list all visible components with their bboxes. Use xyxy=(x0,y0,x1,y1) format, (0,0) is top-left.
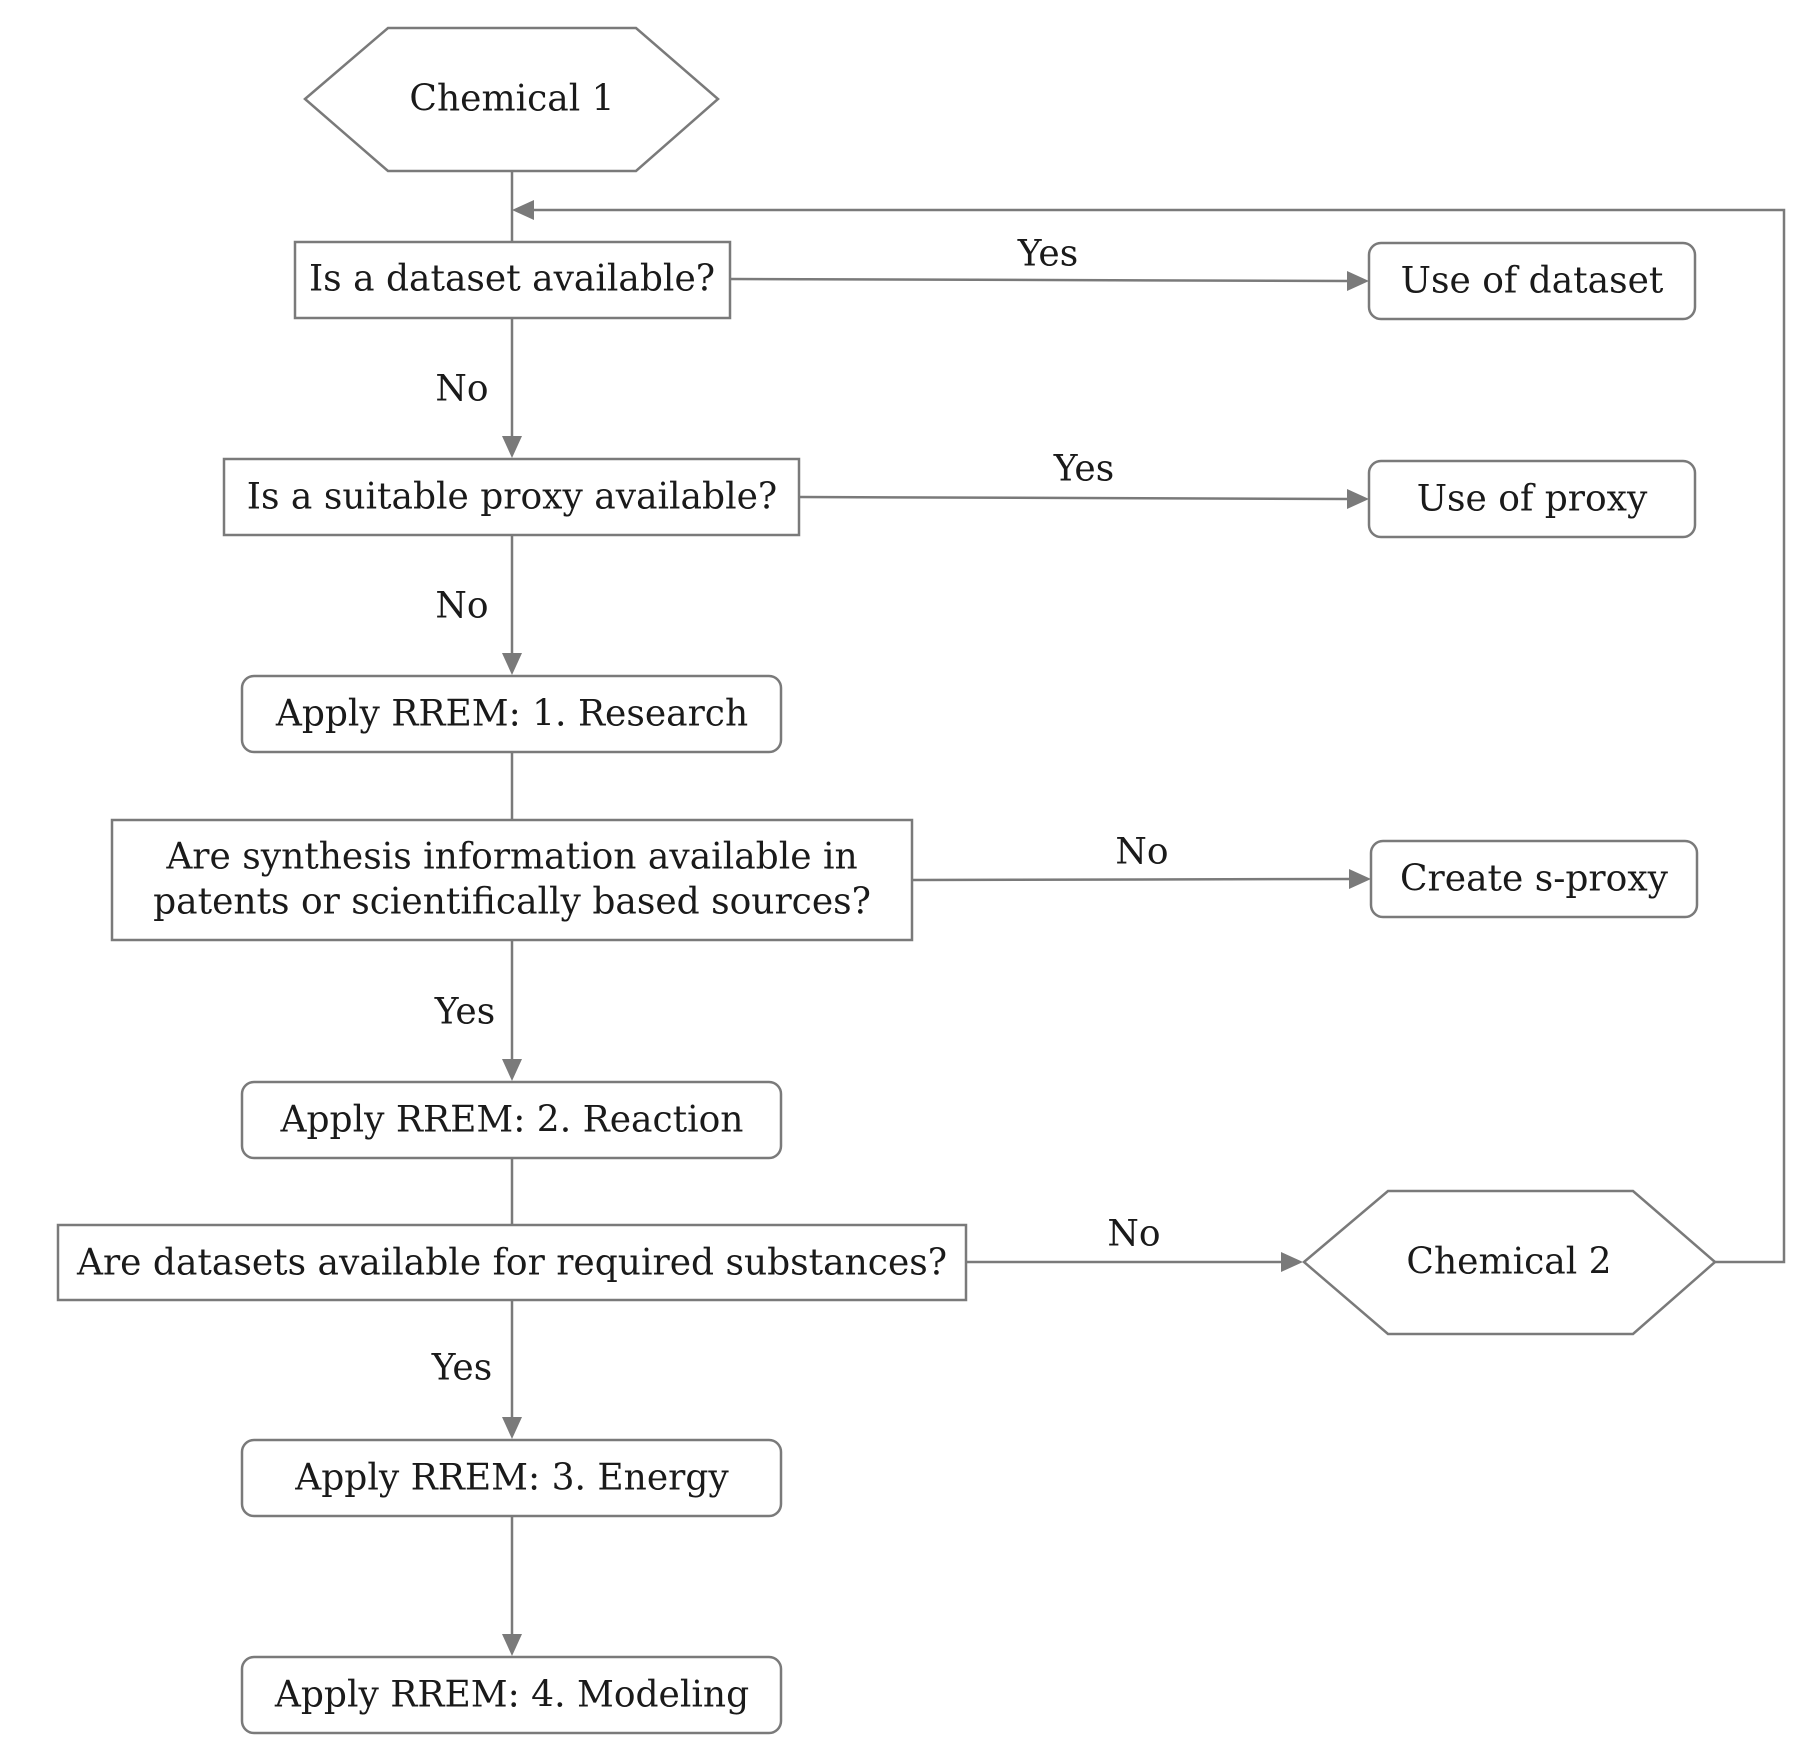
node-synthesis-question-line-1: Are synthesis information available in xyxy=(165,837,857,878)
arrowhead-synthesis-no xyxy=(1349,869,1371,889)
node-substances-question-label: Are datasets available for required subs… xyxy=(76,1243,947,1284)
node-rrem-modeling: Apply RREM: 4. Modeling xyxy=(240,1655,783,1735)
edge-label-synthesis-yes: Yes xyxy=(434,992,495,1033)
edge-label-substances-yes: Yes xyxy=(431,1348,492,1389)
arrowhead-dataset-yes xyxy=(1347,271,1369,291)
edge-proxy-yes xyxy=(798,495,1350,501)
node-proxy-question-label: Is a suitable proxy available? xyxy=(247,477,777,518)
node-chemical-1: Chemical 1 xyxy=(303,26,720,173)
node-chemical-2: Chemical 2 xyxy=(1302,1189,1717,1336)
node-dataset-question: Is a dataset available? xyxy=(293,240,732,320)
node-rrem-modeling-label: Apply RREM: 4. Modeling xyxy=(274,1675,749,1716)
node-create-s-proxy: Create s-proxy xyxy=(1369,839,1699,919)
node-create-s-proxy-label: Create s-proxy xyxy=(1400,859,1669,900)
edge-label-dataset-no: No xyxy=(435,369,488,410)
node-chemical-2-label: Chemical 2 xyxy=(1406,1242,1611,1283)
node-substances-question: Are datasets available for required subs… xyxy=(56,1223,968,1302)
arrowhead-loop xyxy=(512,200,534,220)
node-synthesis-question: Are synthesis information available in p… xyxy=(110,818,914,942)
edge-label-proxy-no: No xyxy=(435,586,488,627)
node-use-of-dataset: Use of dataset xyxy=(1367,241,1697,321)
edge-loop-chemical2-to-dataset xyxy=(532,208,1786,1264)
node-rrem-reaction-label: Apply RREM: 2. Reaction xyxy=(280,1100,744,1141)
node-synthesis-question-line-2: patents or scientifically based sources? xyxy=(153,882,871,923)
node-rrem-energy: Apply RREM: 3. Energy xyxy=(240,1438,783,1518)
arrowhead-proxy-no xyxy=(502,653,522,675)
arrowhead-substances-yes xyxy=(502,1417,522,1439)
arrowhead-synthesis-yes xyxy=(502,1059,522,1081)
node-use-of-proxy-label: Use of proxy xyxy=(1417,479,1648,520)
node-proxy-question: Is a suitable proxy available? xyxy=(222,457,801,537)
edge-label-substances-no: No xyxy=(1107,1214,1160,1255)
edge-label-dataset-yes: Yes xyxy=(1017,234,1078,275)
arrowhead-dataset-no xyxy=(502,436,522,458)
node-dataset-question-label: Is a dataset available? xyxy=(309,259,715,300)
node-rrem-reaction: Apply RREM: 2. Reaction xyxy=(240,1080,783,1160)
node-use-of-proxy: Use of proxy xyxy=(1367,459,1697,539)
edge-label-proxy-yes: Yes xyxy=(1053,449,1114,490)
edge-labels: Yes No Yes No No Yes No Yes xyxy=(431,234,1169,1389)
edge-label-synthesis-no: No xyxy=(1115,832,1168,873)
node-rrem-research-label: Apply RREM: 1. Research xyxy=(275,694,748,735)
edge-synthesis-no xyxy=(911,877,1352,882)
node-use-of-dataset-label: Use of dataset xyxy=(1401,261,1664,302)
edge-dataset-yes xyxy=(729,277,1350,283)
arrowhead-energy-to-modeling xyxy=(502,1634,522,1656)
node-rrem-energy-label: Apply RREM: 3. Energy xyxy=(294,1458,729,1499)
node-chemical-1-label: Chemical 1 xyxy=(409,79,614,120)
arrowhead-proxy-yes xyxy=(1347,489,1369,509)
node-rrem-research: Apply RREM: 1. Research xyxy=(240,674,783,754)
connectors xyxy=(502,171,1786,1656)
arrowhead-substances-no xyxy=(1281,1252,1303,1272)
